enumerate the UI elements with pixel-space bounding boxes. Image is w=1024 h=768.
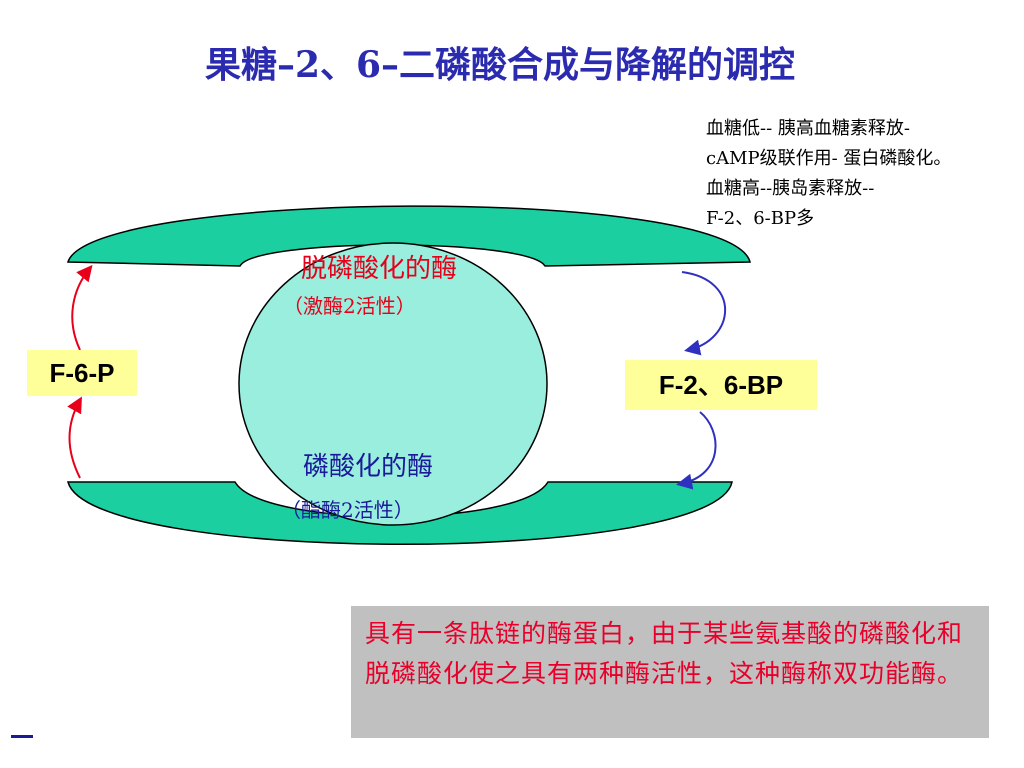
red-arrow-bottom (67, 396, 82, 479)
phosphorylated-enzyme-title: 磷酸化的酶 (303, 452, 434, 482)
blue-arrow-top (681, 271, 726, 356)
f26bp-label: F-2、6-BP (625, 360, 817, 410)
red-arrow-top (71, 264, 93, 351)
enzyme-top-band (66, 205, 751, 267)
note-line-1: 血糖低-- 胰高血糖素释放- (706, 118, 910, 139)
page-title: 果糖–2、6–二磷酸合成与降解的调控 (204, 44, 796, 86)
note-line-4: F-2、6-BP多 (706, 208, 815, 229)
corner-dash (11, 735, 33, 738)
phosphatase-activity-label: （酯酶2活性） (281, 498, 414, 522)
note-line-3: 血糖高--胰岛素释放-- (706, 178, 875, 199)
blue-arrow-bottom (676, 411, 717, 490)
dephosphorylated-enzyme-title: 脱磷酸化的酶 (301, 254, 458, 284)
regulation-note: 血糖低-- 胰高血糖素释放- cAMP级联作用- 蛋白磷酸化。 血糖高--胰岛素… (706, 114, 1022, 234)
bifunctional-enzyme-explanation: 具有一条肽链的酶蛋白，由于某些氨基酸的磷酸化和脱磷酸化使之具有两种酶活性，这种酶… (351, 606, 989, 738)
enzyme-core-circle (238, 242, 548, 526)
f6p-label: F-6-P (27, 350, 137, 396)
note-line-2: cAMP级联作用- 蛋白磷酸化。 (706, 148, 952, 169)
kinase-activity-label: （激酶2活性） (283, 294, 416, 318)
